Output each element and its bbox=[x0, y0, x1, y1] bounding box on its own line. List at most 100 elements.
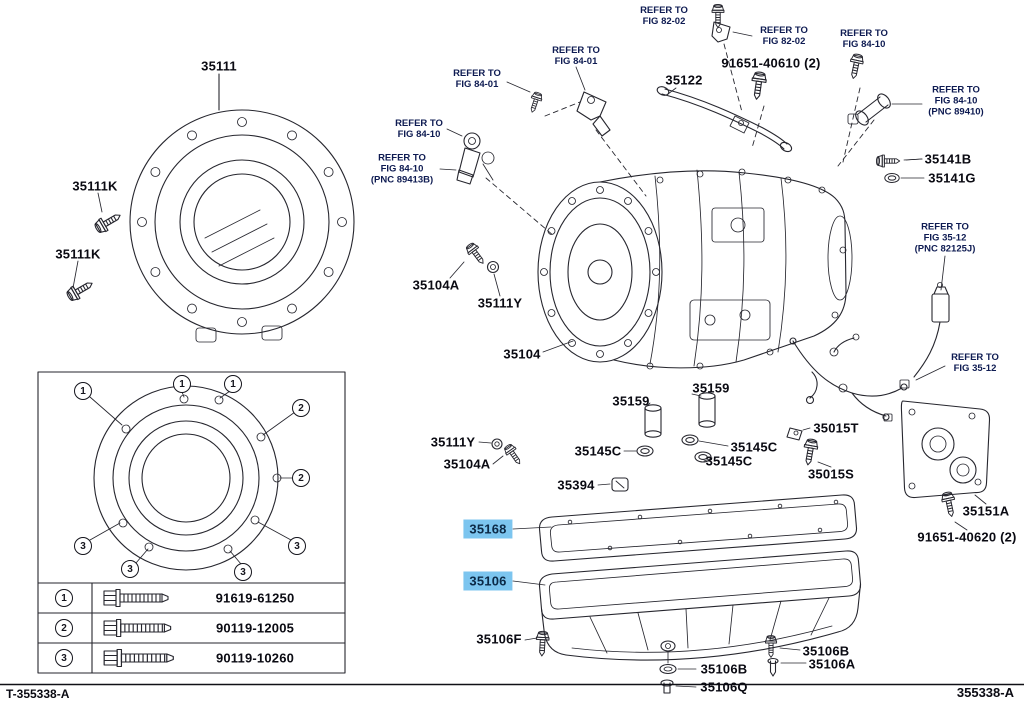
plug-icon-35394 bbox=[597, 477, 629, 492]
sensor-icon-fig84-10-cam bbox=[847, 93, 923, 126]
sensor-icon-fig84-01 bbox=[575, 66, 611, 137]
refer-to-callout-line: FIG 84-01 bbox=[455, 79, 499, 90]
sensor-icon-fig35-12 bbox=[913, 255, 950, 378]
plug-icon-35106A bbox=[767, 657, 807, 677]
filler-tube-drawing bbox=[656, 86, 793, 153]
bolt-icon-91651-40620 bbox=[940, 490, 968, 531]
part-label: 35015T bbox=[813, 420, 859, 436]
circled-number-marker: 1 bbox=[74, 382, 92, 400]
accumulator-piston-icon-2 bbox=[698, 392, 716, 428]
part-label: 35111 bbox=[201, 58, 237, 74]
bolt-icon-35106F bbox=[524, 630, 550, 657]
part-label: 35111K bbox=[72, 178, 118, 194]
part-label: 35015S bbox=[807, 466, 855, 482]
circled-number-marker: 2 bbox=[292, 469, 310, 487]
bracket-icon-fig82-02 bbox=[711, 21, 753, 43]
oring-leader-lines bbox=[623, 440, 729, 462]
refer-to-callout-line: FIG 84-10 bbox=[842, 39, 886, 50]
part-label: 35104 bbox=[503, 346, 541, 362]
part-label: 35159 bbox=[692, 380, 730, 396]
part-label: 91651-40620 (2) bbox=[917, 529, 1017, 545]
circled-number-marker: 3 bbox=[74, 537, 92, 555]
refer-to-callout-line: FIG 84-10 bbox=[934, 95, 978, 107]
wiring-harness-drawing bbox=[789, 333, 946, 422]
ring-icon-35111Y-upper bbox=[486, 260, 501, 297]
oil-pan-drawing bbox=[512, 550, 862, 664]
refer-to-callout-line: (PNC 89410) bbox=[928, 106, 984, 118]
bolt-icon-35111K-1 bbox=[92, 192, 125, 236]
circled-number-marker: 2 bbox=[292, 399, 310, 417]
refer-to-callout-line: REFER TO bbox=[552, 45, 600, 56]
refer-to-callout-line: REFER TO bbox=[840, 28, 888, 39]
part-label: 35111Y bbox=[477, 295, 523, 311]
refer-to-callout-line: FIG 82-02 bbox=[762, 36, 806, 47]
refer-to-callout-line: REFER TO bbox=[951, 352, 999, 363]
sensor-icon-35015S bbox=[800, 437, 832, 468]
washer-icon-35106B-center bbox=[659, 663, 697, 675]
bolt-icon-35104A-upper bbox=[449, 240, 489, 279]
circled-number-marker: 3 bbox=[121, 560, 139, 578]
refer-to-callout-line: REFER TO bbox=[395, 118, 443, 129]
cover-plate-drawing-35151A bbox=[900, 400, 991, 505]
part-label: 35106F bbox=[476, 631, 522, 647]
refer-to-callout-line: FIG 84-10 bbox=[397, 129, 441, 140]
refer-to-callout-line: REFER TO bbox=[921, 221, 969, 233]
bolt-icon-35104A-lower bbox=[492, 442, 525, 468]
sensor-icon-fig84-10-crank bbox=[439, 128, 495, 185]
refer-to-callout-line: (PNC 89413B) bbox=[370, 174, 434, 186]
legend-part-number: 90119-12005 bbox=[215, 620, 295, 636]
legend-circled-number: 3 bbox=[55, 649, 73, 667]
part-label: 35106Q bbox=[700, 679, 748, 695]
refer-to-callout-line: REFER TO bbox=[453, 68, 501, 79]
part-label: 35104A bbox=[443, 456, 491, 472]
bell-housing-drawing bbox=[129, 73, 355, 343]
part-label-highlighted: 35106 bbox=[463, 571, 513, 591]
bolt-icon-35106B-right bbox=[764, 635, 801, 658]
ring-icon-35111Y-lower bbox=[478, 438, 503, 450]
diagram-code-left: T-355338-A bbox=[6, 687, 70, 701]
refer-to-callout-line: REFER TO bbox=[640, 5, 688, 16]
accumulator-piston-icon-1 bbox=[644, 404, 662, 438]
refer-to-callout-line: FIG 35-12 bbox=[953, 363, 997, 374]
part-label: 35145C bbox=[574, 443, 622, 459]
part-label: 35151A bbox=[962, 503, 1010, 519]
refer-to-callout-line: REFER TO bbox=[932, 84, 980, 96]
drain-plug-icon-35106Q bbox=[660, 679, 697, 694]
part-label: 35145C bbox=[705, 453, 753, 469]
part-label: 35394 bbox=[557, 477, 595, 493]
circled-number-marker: 3 bbox=[234, 563, 252, 581]
part-label: 35141B bbox=[924, 151, 972, 167]
marker-leader-lines bbox=[89, 390, 296, 565]
ring-bolt-holes bbox=[118, 394, 282, 554]
part-label: 35141G bbox=[928, 170, 976, 186]
circled-number-marker: 1 bbox=[224, 375, 242, 393]
fastener-legend-grid bbox=[37, 582, 346, 674]
refer-to-callout-line: FIG 84-01 bbox=[554, 56, 598, 67]
part-label: 35106B bbox=[802, 643, 850, 659]
check-valve-icon-35015T bbox=[786, 427, 811, 441]
part-label: 35111Y bbox=[430, 434, 476, 450]
refer-to-callout-line: REFER TO bbox=[760, 25, 808, 36]
refer-to-callout-line: (PNC 82125J) bbox=[914, 243, 976, 255]
refer-to-callout-line: REFER TO bbox=[378, 152, 426, 164]
legend-part-number: 90119-10260 bbox=[215, 650, 295, 666]
part-label: 35145C bbox=[730, 439, 778, 455]
part-label: 35106B bbox=[700, 661, 748, 677]
part-label: 35111K bbox=[55, 246, 101, 262]
diagram-code-right: 355338-A bbox=[956, 685, 1014, 700]
legend-part-number: 91619-61250 bbox=[215, 590, 295, 606]
part-label: 35122 bbox=[665, 72, 703, 88]
bolt-icon-35111K-2 bbox=[64, 260, 97, 304]
